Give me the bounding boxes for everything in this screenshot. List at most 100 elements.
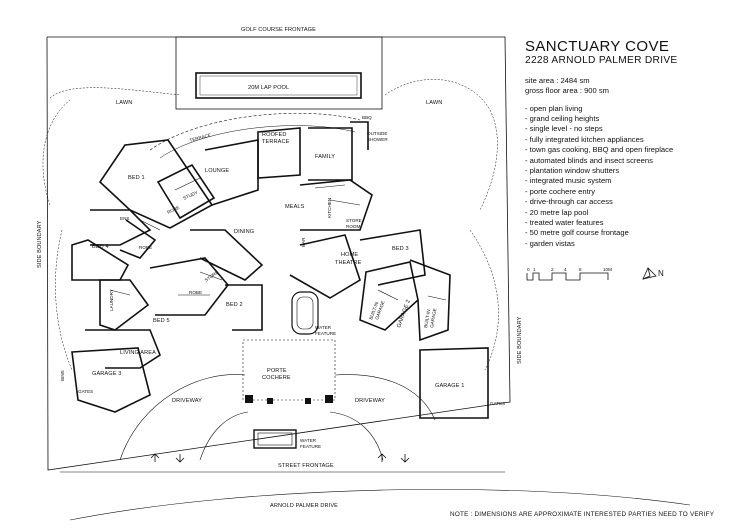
site-area: site area : 2484 sm bbox=[525, 76, 590, 85]
lawn-edge bbox=[384, 79, 498, 211]
gates-right-label: GATES bbox=[490, 401, 505, 406]
bed4-label: BED 4 bbox=[92, 244, 109, 250]
feature-item: - drive-through car access bbox=[525, 197, 613, 207]
builtin-garage-right-label-1: BUILT-IN bbox=[423, 309, 431, 328]
lawn-edge bbox=[42, 99, 71, 206]
bed2-label: BED 2 bbox=[226, 302, 243, 308]
feature-item: - automated blinds and insect screens bbox=[525, 155, 653, 165]
porte-cochere-label-1: PORTE bbox=[267, 368, 287, 374]
robe-bed1-label: ROBE bbox=[166, 205, 180, 215]
family-label: FAMILY bbox=[315, 154, 335, 160]
feature-item: - 20 metre lap pool bbox=[525, 207, 589, 217]
home-theatre-label-1: HOME bbox=[341, 252, 358, 258]
scale-tick-2: 2 bbox=[551, 267, 554, 272]
lawn-right-label: LAWN bbox=[426, 100, 442, 106]
side-boundary-left-label: SIDE BOUNDARY bbox=[37, 220, 43, 268]
info-panel: SANCTUARY COVE 2228 ARNOLD PALMER DRIVE … bbox=[525, 38, 740, 249]
driveway-curve bbox=[334, 374, 436, 421]
golf-frontage-label: GOLF COURSE FRONTAGE bbox=[241, 27, 316, 33]
road-label: ARNOLD PALMER DRIVE bbox=[270, 503, 338, 509]
outside-shower-label-1: OUTSIDE bbox=[367, 131, 387, 136]
lawn-edge bbox=[55, 229, 73, 371]
gross-floor-area: gross floor area : 900 sm bbox=[525, 85, 609, 95]
road-curve bbox=[69, 489, 691, 521]
gates-left-label: GATES bbox=[78, 389, 93, 394]
scale-bar bbox=[526, 272, 609, 281]
feature-item: - porte cochere entry bbox=[525, 186, 596, 196]
lap-pool bbox=[195, 72, 362, 99]
driveway-curve bbox=[199, 411, 249, 461]
scale-tick-0: 0 bbox=[527, 267, 530, 272]
builtin-garage-right-label-2: GARAGE bbox=[429, 308, 437, 328]
street-frontage-label: STREET FRONTAGE bbox=[278, 463, 334, 469]
bins-label: BINS bbox=[60, 370, 65, 381]
roofed-terrace-label-1: ROOFED bbox=[262, 132, 287, 138]
scale-tick-10: 10M bbox=[603, 267, 612, 272]
scale-tick-1: 1 bbox=[533, 267, 536, 272]
dining-label: DINING bbox=[234, 229, 254, 235]
property-address: 2228 ARNOLD PALMER DRIVE bbox=[525, 55, 678, 66]
bed1-label: BED 1 bbox=[128, 175, 145, 181]
feature-item: - integrated music system bbox=[525, 176, 612, 186]
feature-item: - garden vistas bbox=[525, 238, 575, 248]
interior-walls bbox=[109, 177, 447, 301]
study-label: STUDY bbox=[182, 190, 198, 201]
feature-item: - treated water features bbox=[525, 218, 604, 228]
lounge-label: LOUNGE bbox=[205, 168, 229, 174]
store-room-label-2: ROOM bbox=[346, 224, 360, 229]
robe-bed5-label: ROBE bbox=[189, 290, 202, 295]
bed5-label: BED 5 bbox=[153, 318, 170, 324]
arrows bbox=[150, 453, 410, 463]
water-feature-entry-label-1: WATER bbox=[315, 325, 332, 330]
porte-cochere-label-2: COCHERE bbox=[262, 375, 291, 381]
outside-shower-label-2: SHOWER bbox=[367, 137, 388, 142]
water-feature-front-label-1: WATER bbox=[300, 438, 317, 443]
feature-item: - grand ceiling heights bbox=[525, 114, 600, 123]
dimension-note: NOTE : DIMENSIONS ARE APPROXIMATE INTERE… bbox=[450, 511, 715, 518]
terrace-label: TERRACE bbox=[189, 132, 211, 143]
pool-label: 20M LAP POOL bbox=[248, 85, 289, 91]
roofed-terrace-label-2: TERRACE bbox=[262, 139, 290, 145]
north-arrow-icon bbox=[642, 267, 657, 280]
driveway-right-label: DRIVEWAY bbox=[355, 398, 385, 404]
entry-water-feature-inner bbox=[296, 296, 314, 330]
entry-water-feature bbox=[291, 291, 319, 335]
builtin-garage-left-label-2: GARAGE bbox=[374, 300, 385, 320]
driveway-left-label: DRIVEWAY bbox=[172, 398, 202, 404]
bar-label: BAR bbox=[301, 237, 306, 247]
kitchen-label: KITCHEN bbox=[327, 198, 332, 218]
garage2-label: GARAGE 2 bbox=[396, 299, 412, 329]
pool-inner bbox=[199, 75, 358, 96]
feature-item: - plantation window shutters bbox=[525, 166, 620, 176]
ens-label: ENS bbox=[120, 216, 129, 221]
property-title: SANCTUARY COVE bbox=[525, 38, 670, 55]
scale-tick-6: 6 bbox=[579, 267, 582, 272]
store-label: STORE bbox=[204, 270, 220, 283]
porte-cochere bbox=[242, 339, 336, 401]
bbq-label: BBQ bbox=[362, 115, 372, 120]
feature-item: - fully integrated kitchen appliances bbox=[525, 134, 644, 144]
meals-label: MEALS bbox=[285, 204, 305, 210]
laundry-label: LAUNDRY bbox=[109, 289, 114, 311]
feature-list: - open plan living - grand ceiling heigh… bbox=[525, 104, 740, 250]
front-water-feature bbox=[253, 429, 297, 449]
feature-item: - open plan living bbox=[525, 103, 583, 113]
store-room-label-1: STORE bbox=[346, 218, 362, 223]
driveway-curve bbox=[329, 411, 384, 461]
side-boundary-right-label: SIDE BOUNDARY bbox=[517, 316, 523, 364]
terrace-arc bbox=[149, 113, 361, 151]
builtin-garage-left-label-1: BUILT-IN bbox=[368, 301, 379, 320]
pool-deck bbox=[175, 36, 383, 110]
lawn-left-label: LAWN bbox=[116, 100, 132, 106]
water-feature-front-label-2: FEATURE bbox=[300, 444, 321, 449]
scale-tick-4: 4 bbox=[564, 267, 567, 272]
water-feature-entry-label-2: FEATURE bbox=[315, 331, 336, 336]
home-theatre-label-2: THEATRE bbox=[335, 260, 362, 266]
living-area-label: LIVING AREA bbox=[120, 350, 156, 356]
feature-item: - town gas cooking, BBQ and open firepla… bbox=[525, 145, 674, 155]
driveway-curve bbox=[119, 374, 246, 461]
garage3-label: GARAGE 3 bbox=[92, 371, 121, 377]
north-label: N bbox=[658, 269, 664, 278]
house-walls bbox=[71, 121, 489, 419]
